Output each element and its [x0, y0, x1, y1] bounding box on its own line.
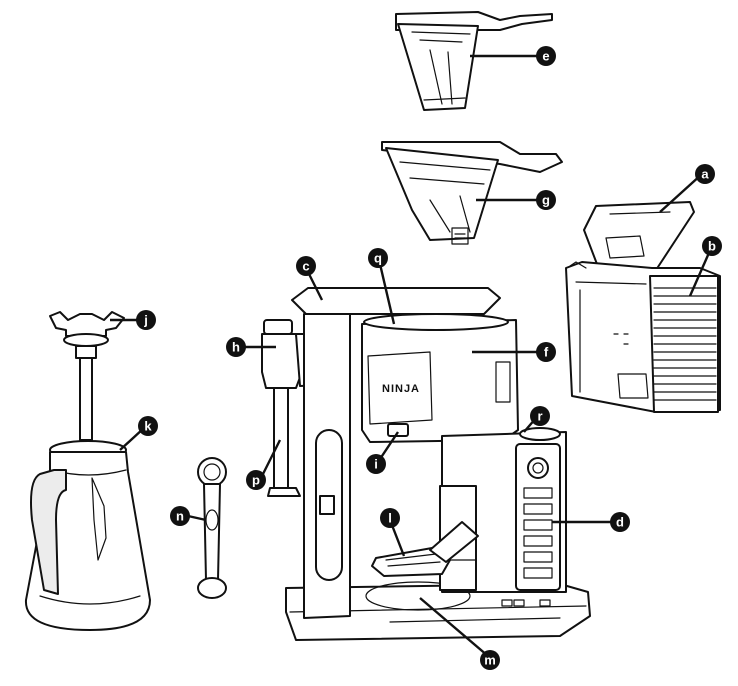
- callout-letter-i: i: [374, 457, 378, 472]
- callout-a: [695, 164, 715, 184]
- callout-q: [368, 248, 388, 268]
- callouts: a b c d e f g h i j: [110, 46, 722, 670]
- brand-label: NINJA: [382, 383, 420, 395]
- callout-letter-r: r: [537, 409, 542, 424]
- callout-letter-d: d: [616, 515, 624, 530]
- callout-letter-l: l: [388, 511, 392, 526]
- coffee-maker-body: NINJA: [285, 287, 591, 641]
- callout-d: [610, 512, 630, 532]
- callout-letter-p: p: [252, 473, 260, 488]
- callout-r: [530, 406, 550, 426]
- callout-c: [296, 256, 316, 276]
- callout-letter-e: e: [542, 49, 549, 64]
- callout-letter-g: g: [542, 193, 550, 208]
- callout-k: [138, 416, 158, 436]
- callout-letter-n: n: [176, 509, 184, 524]
- callout-letter-a: a: [701, 167, 709, 182]
- callout-n: [170, 506, 190, 526]
- large-filter-basket: [381, 141, 563, 245]
- callout-b: [702, 236, 722, 256]
- glass-carafe: [24, 440, 151, 631]
- callout-letter-c: c: [302, 259, 309, 274]
- callout-letter-h: h: [232, 340, 240, 355]
- callout-letter-f: f: [544, 345, 549, 360]
- callout-p: [246, 470, 266, 490]
- callout-l: [380, 508, 400, 528]
- callout-m: [480, 650, 500, 670]
- measuring-scoop: [197, 457, 227, 599]
- callout-letter-k: k: [144, 419, 152, 434]
- callout-j: [136, 310, 156, 330]
- callout-letter-m: m: [484, 653, 496, 668]
- frother-whisk: [49, 311, 125, 441]
- callout-e: [536, 46, 556, 66]
- callout-i: [366, 454, 386, 474]
- callout-h: [226, 337, 246, 357]
- callout-letter-b: b: [708, 239, 716, 254]
- callout-f: [536, 342, 556, 362]
- callout-g: [536, 190, 556, 210]
- water-reservoir: [565, 201, 721, 413]
- callout-letter-q: q: [374, 251, 382, 266]
- small-filter-basket: [395, 11, 553, 111]
- callout-letter-j: j: [143, 313, 148, 328]
